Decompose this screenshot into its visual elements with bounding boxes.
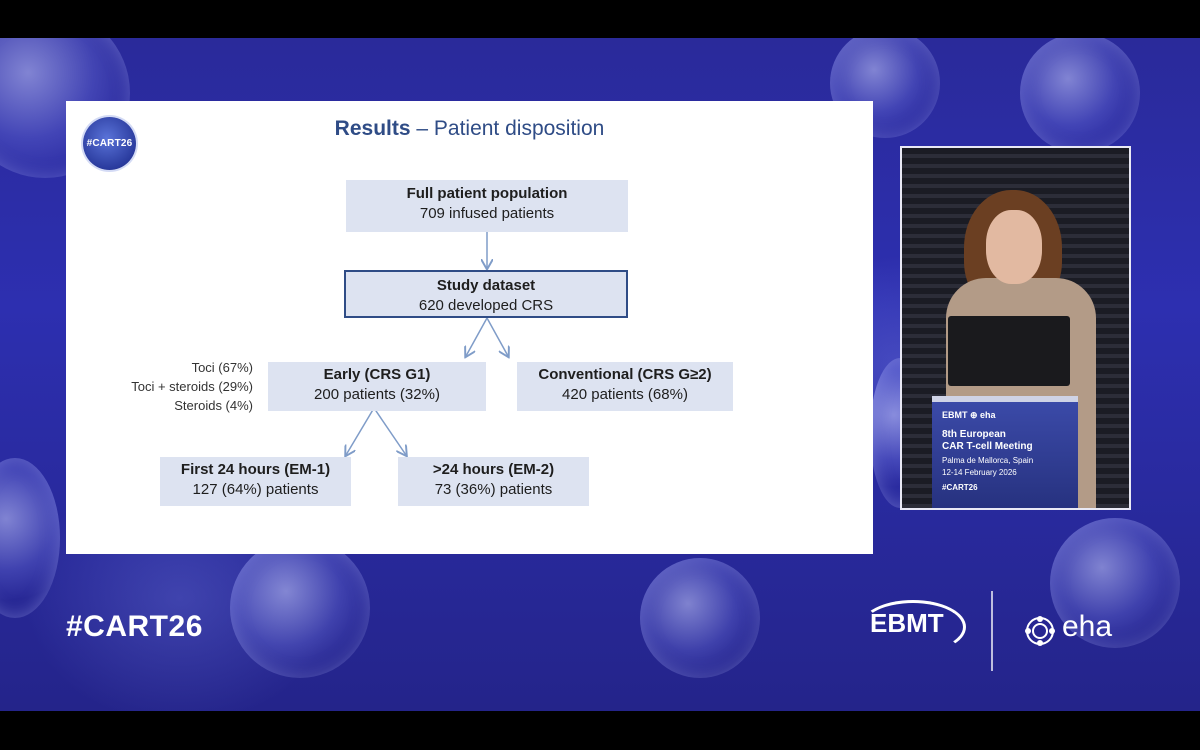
podium-dates: 12-14 February 2026 [942, 468, 1017, 477]
treatment-item: Steroids (4%) [174, 398, 253, 413]
speaker-face [986, 210, 1042, 284]
title-rest: – Patient disposition [410, 117, 605, 140]
podium: EBMT ⊕ eha 8th European CAR T-cell Meeti… [932, 396, 1078, 508]
podium-line2: CAR T-cell Meeting [942, 441, 1033, 452]
speaker-video: EBMT ⊕ eha 8th European CAR T-cell Meeti… [900, 146, 1131, 510]
logo-text: #CART26 [86, 138, 133, 149]
box-study-dataset: Study dataset 620 developed CRS [344, 270, 628, 318]
box-heading: Full patient population [406, 185, 568, 202]
box-detail: 127 (64%) patients [192, 481, 319, 498]
bottom-letterbox [0, 711, 1200, 750]
box-conventional: Conventional (CRS G≥2) 420 patients (68%… [517, 362, 733, 411]
cell-decoration [0, 458, 60, 618]
box-detail: 709 infused patients [419, 205, 555, 222]
title-bold: Results [334, 117, 411, 140]
ebmt-logo-ring [860, 600, 966, 654]
box-detail: 420 patients (68%) [562, 386, 688, 403]
podium-brand: EBMT ⊕ eha [942, 410, 996, 420]
box-detail: 620 developed CRS [418, 297, 554, 314]
box-heading: Conventional (CRS G≥2) [538, 366, 712, 383]
eha-logo-icon [1025, 616, 1055, 646]
podium-hashtag: #CART26 [942, 483, 978, 492]
laptop [948, 316, 1070, 386]
treatment-item: Toci + steroids (29%) [131, 379, 253, 394]
box-detail: 73 (36%) patients [434, 481, 553, 498]
arrow-early-to-em1 [346, 407, 375, 455]
cell-decoration [640, 558, 760, 678]
box-full-population: Full patient population 709 infused pati… [346, 180, 628, 232]
event-hashtag: #CART26 [66, 610, 203, 643]
eha-logo: eha [1062, 610, 1113, 643]
arrow-study-to-conventional [486, 317, 508, 356]
cell-decoration [230, 538, 370, 678]
treatment-breakdown: Toci (67%) Toci + steroids (29%) Steroid… [131, 358, 253, 415]
slide-title: Results – Patient disposition [66, 117, 873, 141]
arrow-early-to-em2 [373, 407, 406, 455]
box-em2: >24 hours (EM-2) 73 (36%) patients [398, 457, 589, 506]
logo-divider [991, 591, 993, 671]
flow-arrows [66, 228, 873, 554]
cell-decoration [1050, 518, 1180, 648]
ebmt-logo: EBMT [870, 608, 944, 638]
box-em1: First 24 hours (EM-1) 127 (64%) patients [160, 457, 351, 506]
box-heading: Early (CRS G1) [323, 366, 431, 383]
cell-decoration [1020, 38, 1140, 153]
box-early: Early (CRS G1) 200 patients (32%) [268, 362, 486, 411]
arrow-study-to-early [466, 317, 488, 356]
podium-location: Palma de Mallorca, Spain [942, 456, 1034, 465]
box-detail: 200 patients (32%) [314, 386, 440, 403]
box-heading: Study dataset [436, 277, 536, 294]
top-letterbox [0, 0, 1200, 38]
podium-line1: 8th European [942, 429, 1006, 440]
box-heading: First 24 hours (EM-1) [180, 461, 331, 478]
presentation-slide: #CART26 Results – Patient disposition Fu… [66, 101, 873, 554]
treatment-item: Toci (67%) [191, 360, 253, 375]
box-heading: >24 hours (EM-2) [432, 461, 555, 478]
cart26-logo: #CART26 [83, 117, 136, 170]
